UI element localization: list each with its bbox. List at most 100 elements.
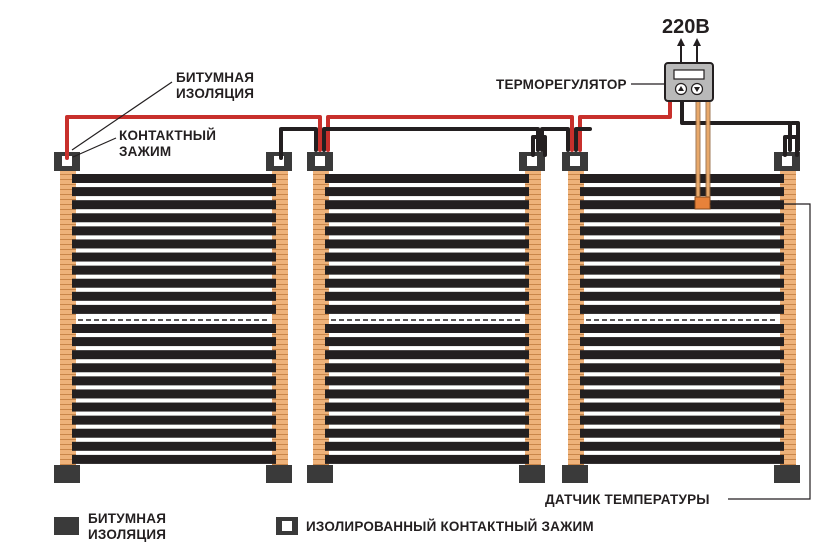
panel-2-strip-tab-right bbox=[523, 265, 529, 275]
panel-2-strip-tab-left bbox=[325, 291, 331, 301]
thermostat bbox=[664, 38, 714, 102]
panel-1-strip-tab-right bbox=[270, 252, 276, 262]
panel-1-strip-tab-left bbox=[72, 376, 78, 386]
panel-2-carbon-strip bbox=[331, 213, 523, 223]
panel-1-carbon-strip bbox=[78, 337, 270, 347]
panel-3-strip-tab-left bbox=[580, 441, 586, 451]
panel-2-strip-tab-right bbox=[523, 324, 529, 333]
panel-3-strip-tab-right bbox=[778, 350, 784, 360]
panel-3-strip-tab-left bbox=[580, 174, 586, 183]
panel-2-strip-tab-right bbox=[523, 252, 529, 262]
panel-3-carbon-strip bbox=[586, 428, 778, 438]
panel-2-strip-tab-right bbox=[523, 454, 529, 464]
panel-3-strip-tab-left bbox=[580, 402, 586, 412]
panel-3-strip-tab-left bbox=[580, 213, 586, 223]
panel-3-strip-tab-right bbox=[778, 291, 784, 301]
panel-3-carbon-strip bbox=[586, 389, 778, 399]
panel-3-strip-tab-left bbox=[580, 350, 586, 360]
panel-3-right-clamp-window bbox=[782, 156, 792, 166]
up-arrow-icon bbox=[678, 86, 684, 91]
panel-2-strip-tab-right bbox=[523, 278, 529, 288]
panel-1-strip-tab-left bbox=[72, 350, 78, 360]
panel-1-strip-tab-left bbox=[72, 174, 78, 183]
panel-1-left-clamp-window bbox=[62, 156, 72, 166]
panel-2-carbon-strip bbox=[331, 278, 523, 288]
thermostat-display bbox=[673, 69, 705, 80]
panel-3-strip-tab-left bbox=[580, 389, 586, 399]
panel-2-strip-tab-left bbox=[325, 415, 331, 425]
panel-1-strip-tab-right bbox=[270, 324, 276, 333]
arrow-up-icon bbox=[677, 38, 701, 46]
sensor-lead bbox=[696, 98, 710, 202]
panel-1-strip-tab-left bbox=[72, 226, 78, 236]
panel-1-strip-tab-right bbox=[270, 239, 276, 249]
panel-1-strip-tab-left bbox=[72, 389, 78, 399]
sensor-pointer-icon bbox=[709, 200, 719, 208]
panel-1-strip-tab-right bbox=[270, 265, 276, 275]
panel-3-strip-tab-right bbox=[778, 252, 784, 262]
clamp-callout-line1: КОНТАКТНЫЙ bbox=[119, 128, 217, 143]
panel-3-carbon-strip bbox=[586, 402, 778, 412]
panel-2-strip-tab-left bbox=[325, 363, 331, 373]
panel-1-carbon-strip bbox=[78, 415, 270, 425]
panel-3-strip-tab-right bbox=[778, 304, 784, 314]
panel-2-carbon-strip bbox=[331, 304, 523, 314]
live-wire bbox=[65, 98, 672, 160]
panel-2-strip-tab-left bbox=[325, 200, 331, 210]
panel-2-strip-tab-right bbox=[523, 428, 529, 438]
panel-2-carbon-strip bbox=[331, 428, 523, 438]
panel-1-strip-tab-left bbox=[72, 415, 78, 425]
panel-1-carbon-strip bbox=[78, 389, 270, 399]
panel-2-carbon-strip bbox=[331, 252, 523, 262]
panel-3-carbon-strip bbox=[586, 324, 778, 333]
panel-1-carbon-strip bbox=[78, 226, 270, 236]
legend-bitumen-line1: БИТУМНАЯ bbox=[88, 511, 167, 526]
panel-1-strip-tab-right bbox=[270, 337, 276, 347]
panel-1-carbon-strip bbox=[78, 239, 270, 249]
panel-3-carbon-strip bbox=[586, 174, 778, 183]
panel-3-strip-tab-right bbox=[778, 239, 784, 249]
panel-2-strip-tab-left bbox=[325, 239, 331, 249]
panel-3-strip-tab-right bbox=[778, 174, 784, 183]
callout-lines bbox=[71, 81, 811, 500]
panel-1-carbon-strip bbox=[78, 402, 270, 412]
panel-3-strip-tab-left bbox=[580, 376, 586, 386]
panel-3-carbon-strip bbox=[586, 200, 778, 210]
panel-2-strip-tab-right bbox=[523, 415, 529, 425]
panel-1-strip-tab-right bbox=[270, 226, 276, 236]
panel-2-carbon-strip bbox=[331, 174, 523, 183]
panel-1-carbon-strip bbox=[78, 291, 270, 301]
panel-1-strip-tab-left bbox=[72, 291, 78, 301]
panel-3-strip-tab-left bbox=[580, 187, 586, 197]
panel-1-left-bitumen bbox=[54, 465, 80, 483]
panel-3-strip-tab-left bbox=[580, 226, 586, 236]
panel-1-carbon-strip bbox=[78, 428, 270, 438]
panel-2-carbon-strip bbox=[331, 389, 523, 399]
panel-3-strip-tab-right bbox=[778, 187, 784, 197]
panel-2-strip-tab-right bbox=[523, 441, 529, 451]
panel-3-left-bitumen bbox=[562, 465, 588, 483]
panel-3-strip-tab-left bbox=[580, 252, 586, 262]
panel-1-strip-tab-left bbox=[72, 441, 78, 451]
panel-1-carbon-strip bbox=[78, 441, 270, 451]
panel-1-strip-tab-right bbox=[270, 428, 276, 438]
sensor-leader bbox=[713, 203, 811, 500]
panel-1-carbon-strip bbox=[78, 324, 270, 333]
panel-3-carbon-strip bbox=[586, 454, 778, 464]
panel-3-carbon-strip bbox=[586, 213, 778, 223]
panel-1-carbon-strip bbox=[78, 363, 270, 373]
panel-1-strip-tab-left bbox=[72, 252, 78, 262]
bitumen-callout-line1: БИТУМНАЯ bbox=[176, 70, 255, 85]
clamp-callout-line2: ЗАЖИМ bbox=[119, 144, 172, 159]
panel-1-strip-tab-right bbox=[270, 200, 276, 210]
panel-2-strip-tab-left bbox=[325, 252, 331, 262]
panel-3-strip-tab-right bbox=[778, 428, 784, 438]
panel-1-carbon-strip bbox=[78, 304, 270, 314]
panel-2-strip-tab-right bbox=[523, 402, 529, 412]
panel-2-strip-tab-left bbox=[325, 278, 331, 288]
wiring bbox=[65, 98, 800, 202]
panel-1-strip-tab-right bbox=[270, 350, 276, 360]
panel-1-strip-tab-left bbox=[72, 324, 78, 333]
panel-1-right-clamp-window bbox=[274, 156, 284, 166]
